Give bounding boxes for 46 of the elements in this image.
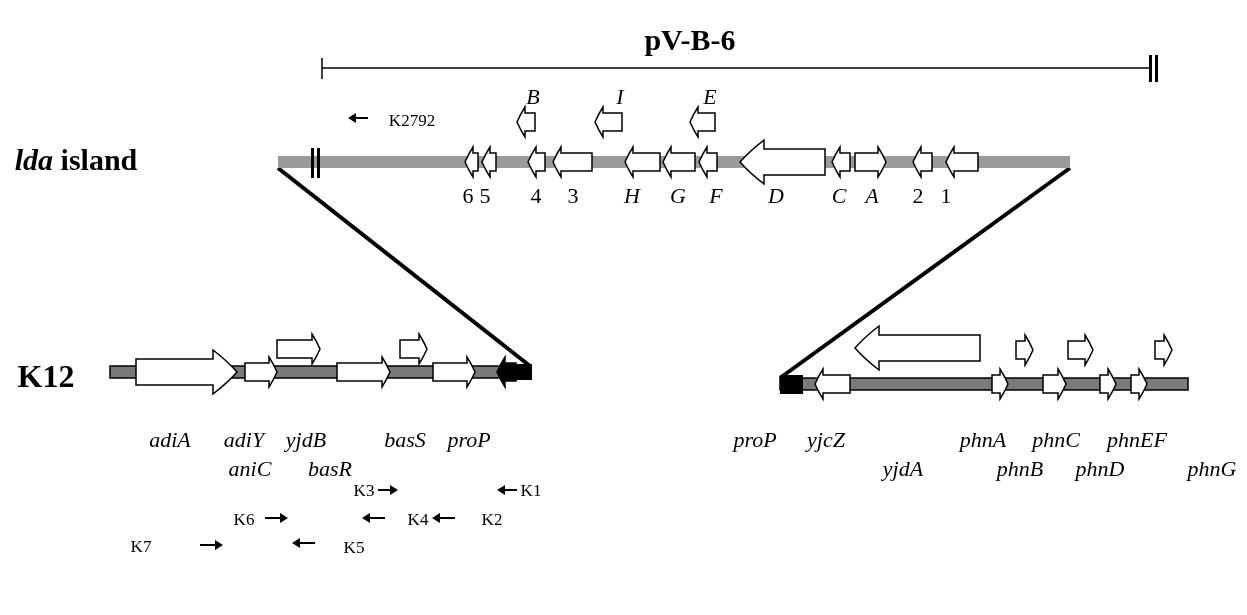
gene-label: 5	[479, 185, 491, 207]
primer-label: K7	[130, 537, 152, 555]
primer-label: K1	[520, 481, 542, 499]
gene-label: phnG	[1187, 458, 1237, 480]
gene-label: G	[670, 185, 686, 207]
connector-line	[778, 166, 1072, 380]
track-label: K12	[17, 360, 75, 392]
gene-label: E	[703, 86, 717, 108]
gene-label: phnA	[959, 429, 1007, 451]
gene-label: phnB	[996, 458, 1044, 480]
track-label: lda island	[14, 145, 138, 175]
gene-label: adiY	[223, 429, 265, 451]
gene-label: H	[624, 185, 640, 207]
gene-label: adiA	[149, 429, 191, 451]
gene-label: F	[709, 185, 723, 207]
gene-label: 2	[912, 185, 924, 207]
gene-label: C	[831, 185, 847, 207]
chromosome-map-drawing	[278, 106, 1070, 185]
gene-label: 3	[567, 185, 579, 207]
primer-label: K5	[343, 538, 365, 556]
gene-label: A	[865, 185, 879, 207]
primer-label: K4	[407, 510, 429, 528]
gene-label: I	[616, 86, 624, 108]
gene-label: proP	[733, 429, 777, 451]
gene-label: 6	[462, 185, 474, 207]
chromosome-map-drawing	[109, 333, 532, 395]
gene-label: phnC	[1032, 429, 1080, 451]
gene-label: yjcZ	[807, 429, 845, 451]
gene-label: D	[768, 185, 784, 207]
primer-label: K6	[233, 510, 255, 528]
gene-label: 4	[530, 185, 542, 207]
primer-label: K2792	[388, 111, 436, 129]
gene-label: basR	[308, 458, 352, 480]
gene-label: phnD	[1075, 458, 1125, 480]
gene-label: 1	[940, 185, 952, 207]
chromosome-map-drawing	[779, 325, 1189, 400]
gene-label: aniC	[228, 458, 272, 480]
primer-label: K2	[481, 510, 503, 528]
gene-label: phnEF	[1107, 429, 1167, 451]
gene-label: yjdA	[882, 458, 924, 480]
gene-label: B	[526, 86, 540, 108]
map-title: pV-B-6	[644, 25, 736, 55]
gene-label: yjdB	[285, 429, 327, 451]
gene-label: basS	[384, 429, 426, 451]
primer-label: K3	[353, 481, 375, 499]
gene-label: proP	[447, 429, 491, 451]
